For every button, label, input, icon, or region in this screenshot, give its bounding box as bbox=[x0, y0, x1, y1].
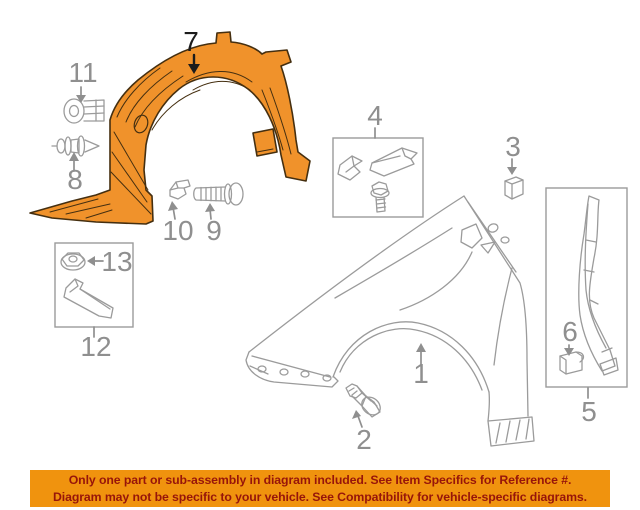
part-label-6: 6 bbox=[562, 316, 578, 347]
part-label-10: 10 bbox=[162, 215, 193, 246]
fender-liner-body bbox=[29, 31, 311, 225]
diagram-canvas: 1 2 3 4 5 6 7 8 9 10 11 12 13 bbox=[29, 26, 628, 455]
callout-labels: 1 2 3 4 5 6 7 8 9 10 11 12 13 bbox=[67, 26, 597, 455]
part-label-2: 2 bbox=[356, 424, 372, 455]
grommet-drawing bbox=[63, 98, 105, 124]
part-label-12: 12 bbox=[80, 331, 111, 362]
part-label-1: 1 bbox=[413, 358, 429, 389]
part-label-11: 11 bbox=[68, 57, 97, 88]
brace-drawing bbox=[63, 278, 114, 319]
reinforcement-box-outline bbox=[545, 187, 628, 388]
part-label-8: 8 bbox=[67, 164, 83, 195]
bracket-kit-box-outline bbox=[332, 137, 424, 218]
liner-hole bbox=[133, 114, 149, 134]
reinforcement-clip-drawing bbox=[559, 351, 585, 375]
fender-bolt-drawing bbox=[345, 383, 381, 418]
part-label-7: 7 bbox=[183, 26, 199, 57]
part-label-3: 3 bbox=[505, 131, 521, 162]
part-label-4: 4 bbox=[367, 100, 383, 131]
fender-liner-ribs bbox=[49, 67, 292, 219]
fender-pad-drawing bbox=[504, 176, 524, 200]
flange-nut-drawing bbox=[60, 252, 86, 271]
fender-liner-drawing bbox=[29, 31, 311, 225]
disclaimer-banner: Only one part or sub-assembly in diagram… bbox=[30, 470, 610, 507]
callout-arrows bbox=[69, 53, 589, 428]
reinforcement-drawing bbox=[578, 195, 619, 376]
push-clip-drawing bbox=[51, 135, 100, 157]
liner-screw-drawing bbox=[193, 182, 244, 206]
disclaimer-line-2: Diagram may not be specific to your vehi… bbox=[53, 489, 587, 504]
disclaimer-line-1: Only one part or sub-assembly in diagram… bbox=[68, 472, 572, 487]
liner-clip-drawing bbox=[169, 179, 191, 200]
part-label-5: 5 bbox=[581, 396, 597, 427]
part-label-9: 9 bbox=[206, 215, 222, 246]
part-label-13: 13 bbox=[101, 246, 132, 277]
bracket-kit-drawing bbox=[337, 147, 418, 213]
fender-drawing bbox=[245, 195, 535, 447]
